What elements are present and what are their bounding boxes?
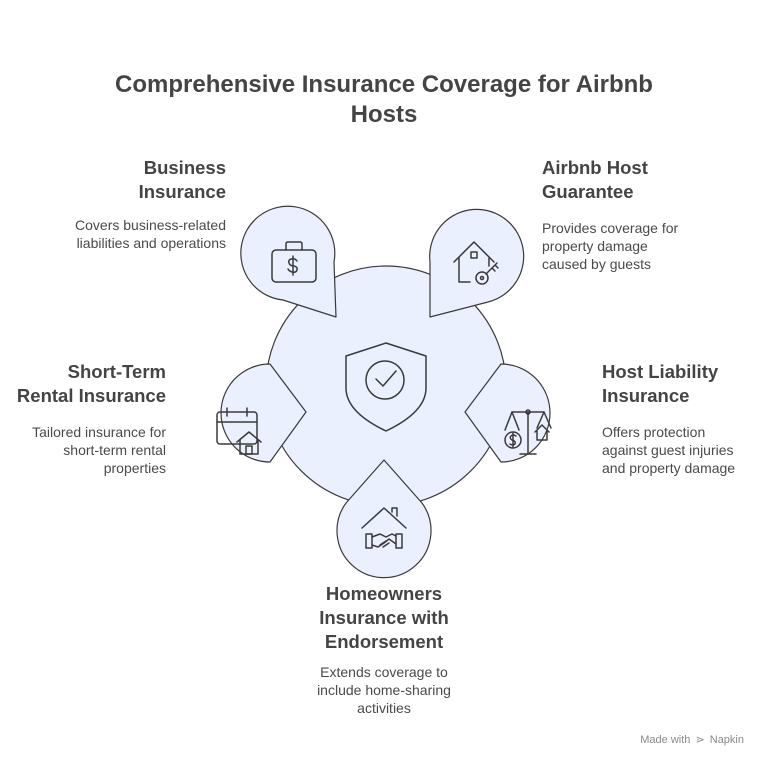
homeowners-description: Extends coverage to include home-sharing… bbox=[284, 663, 484, 717]
heading-line: Host Liability bbox=[602, 361, 719, 382]
description-line: include home-sharing bbox=[317, 682, 451, 698]
heading-line: Homeowners bbox=[325, 583, 443, 604]
description-line: Offers protection bbox=[602, 424, 706, 440]
briefcase-dollar-icon bbox=[271, 241, 317, 283]
description-line: and property damage bbox=[602, 460, 736, 476]
heading-line: Endorsement bbox=[324, 631, 444, 652]
description-line: properties bbox=[103, 460, 166, 476]
description-line: against guest injuries bbox=[602, 442, 734, 458]
house-handshake-icon bbox=[361, 507, 407, 549]
heading-line: Insurance bbox=[138, 181, 226, 202]
heading-line: Short-Term bbox=[67, 361, 166, 382]
short-term-rental-description: Tailored insurance for short-term rental… bbox=[32, 423, 166, 477]
host-guarantee-description: Provides coverage for property damage ca… bbox=[542, 219, 678, 273]
description-line: liabilities and operations bbox=[76, 235, 226, 251]
footer-brand: Napkin bbox=[709, 734, 744, 746]
shield-check-icon bbox=[345, 342, 427, 432]
napkin-logo-icon: ⋗ bbox=[695, 734, 705, 746]
scale-dollar-house-icon bbox=[504, 409, 552, 455]
page-title: Comprehensive Insurance Coverage for Air… bbox=[115, 71, 653, 128]
description-line: short-term rental bbox=[63, 442, 166, 458]
footer-credit: Made with ⋗ Napkin bbox=[640, 733, 744, 746]
footer-prefix: Made with bbox=[640, 734, 691, 746]
heading-line: Airbnb Host bbox=[542, 157, 648, 178]
heading-line: Business bbox=[143, 157, 226, 178]
description-line: property damage bbox=[542, 238, 648, 254]
host-guarantee-node bbox=[429, 208, 525, 318]
description-line: Tailored insurance for bbox=[32, 424, 166, 440]
short-term-rental-title: Short-Term Rental Insurance bbox=[17, 360, 166, 408]
description-line: Extends coverage to bbox=[320, 664, 448, 680]
heading-line: Rental Insurance bbox=[16, 385, 166, 406]
heading-line: Guarantee bbox=[542, 181, 634, 202]
house-key-icon bbox=[453, 241, 499, 285]
heading-line: Insurance with bbox=[319, 607, 449, 628]
description-line: Covers business-related bbox=[75, 217, 226, 233]
description-line: activities bbox=[357, 700, 411, 716]
host-liability-title: Host Liability Insurance bbox=[602, 360, 718, 408]
calendar-house-icon bbox=[216, 407, 262, 455]
homeowners-node bbox=[336, 459, 432, 579]
heading-line: Insurance bbox=[602, 385, 690, 406]
host-guarantee-title: Airbnb Host Guarantee bbox=[542, 156, 648, 204]
description-line: Provides coverage for bbox=[542, 220, 679, 236]
description-line: caused by guests bbox=[542, 256, 651, 272]
business-insurance-title: Business Insurance bbox=[139, 156, 226, 204]
business-insurance-description: Covers business-related liabilities and … bbox=[75, 216, 226, 252]
homeowners-title: Homeowners Insurance with Endorsement bbox=[284, 582, 484, 654]
host-liability-description: Offers protection against guest injuries… bbox=[602, 423, 735, 477]
